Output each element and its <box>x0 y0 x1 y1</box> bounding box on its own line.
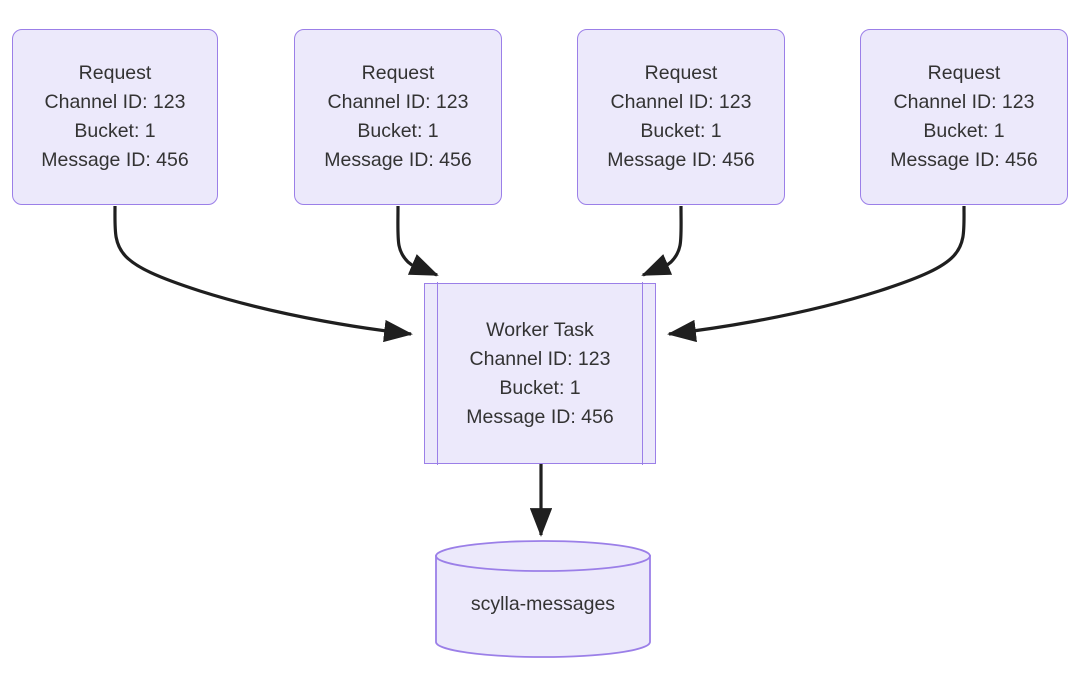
request-node-1[interactable]: Request Channel ID: 123 Bucket: 1 Messag… <box>12 29 218 205</box>
worker-task-message-id: Message ID: 456 <box>466 405 614 428</box>
worker-task-bucket: Bucket: 1 <box>499 376 581 399</box>
worker-task-title: Worker Task <box>486 318 594 341</box>
edge-request-3-to-worker <box>641 205 683 277</box>
request-1-channel-id: Channel ID: 123 <box>44 91 186 113</box>
request-1-title: Request <box>78 62 152 84</box>
request-node-3[interactable]: Request Channel ID: 123 Bucket: 1 Messag… <box>577 29 785 205</box>
edge-request-1-to-worker <box>113 205 413 343</box>
subroutine-right-bar <box>642 282 643 465</box>
request-3-title: Request <box>644 62 718 84</box>
request-4-bucket: Bucket: 1 <box>923 120 1005 142</box>
request-2-title: Request <box>361 62 435 84</box>
request-3-bucket: Bucket: 1 <box>640 120 722 142</box>
request-1-message-id: Message ID: 456 <box>41 149 189 171</box>
edge-request-4-to-worker <box>667 205 966 343</box>
worker-task-channel-id: Channel ID: 123 <box>469 347 611 370</box>
cylinder-shape <box>435 540 651 658</box>
worker-task-node[interactable]: Worker Task Channel ID: 123 Bucket: 1 Me… <box>424 282 656 465</box>
request-3-channel-id: Channel ID: 123 <box>610 91 752 113</box>
request-3-message-id: Message ID: 456 <box>607 149 755 171</box>
request-2-message-id: Message ID: 456 <box>324 149 472 171</box>
request-4-channel-id: Channel ID: 123 <box>893 91 1035 113</box>
request-node-4[interactable]: Request Channel ID: 123 Bucket: 1 Messag… <box>860 29 1068 205</box>
database-label: scylla-messages <box>470 593 616 615</box>
request-4-title: Request <box>927 62 1001 84</box>
request-2-bucket: Bucket: 1 <box>357 120 439 142</box>
request-node-2[interactable]: Request Channel ID: 123 Bucket: 1 Messag… <box>294 29 502 205</box>
request-2-channel-id: Channel ID: 123 <box>327 91 469 113</box>
edge-request-2-to-worker <box>396 205 439 277</box>
request-4-message-id: Message ID: 456 <box>890 149 1038 171</box>
database-node-scylla-messages[interactable]: scylla-messages <box>434 540 652 658</box>
subroutine-left-bar <box>437 282 438 465</box>
request-1-bucket: Bucket: 1 <box>74 120 156 142</box>
